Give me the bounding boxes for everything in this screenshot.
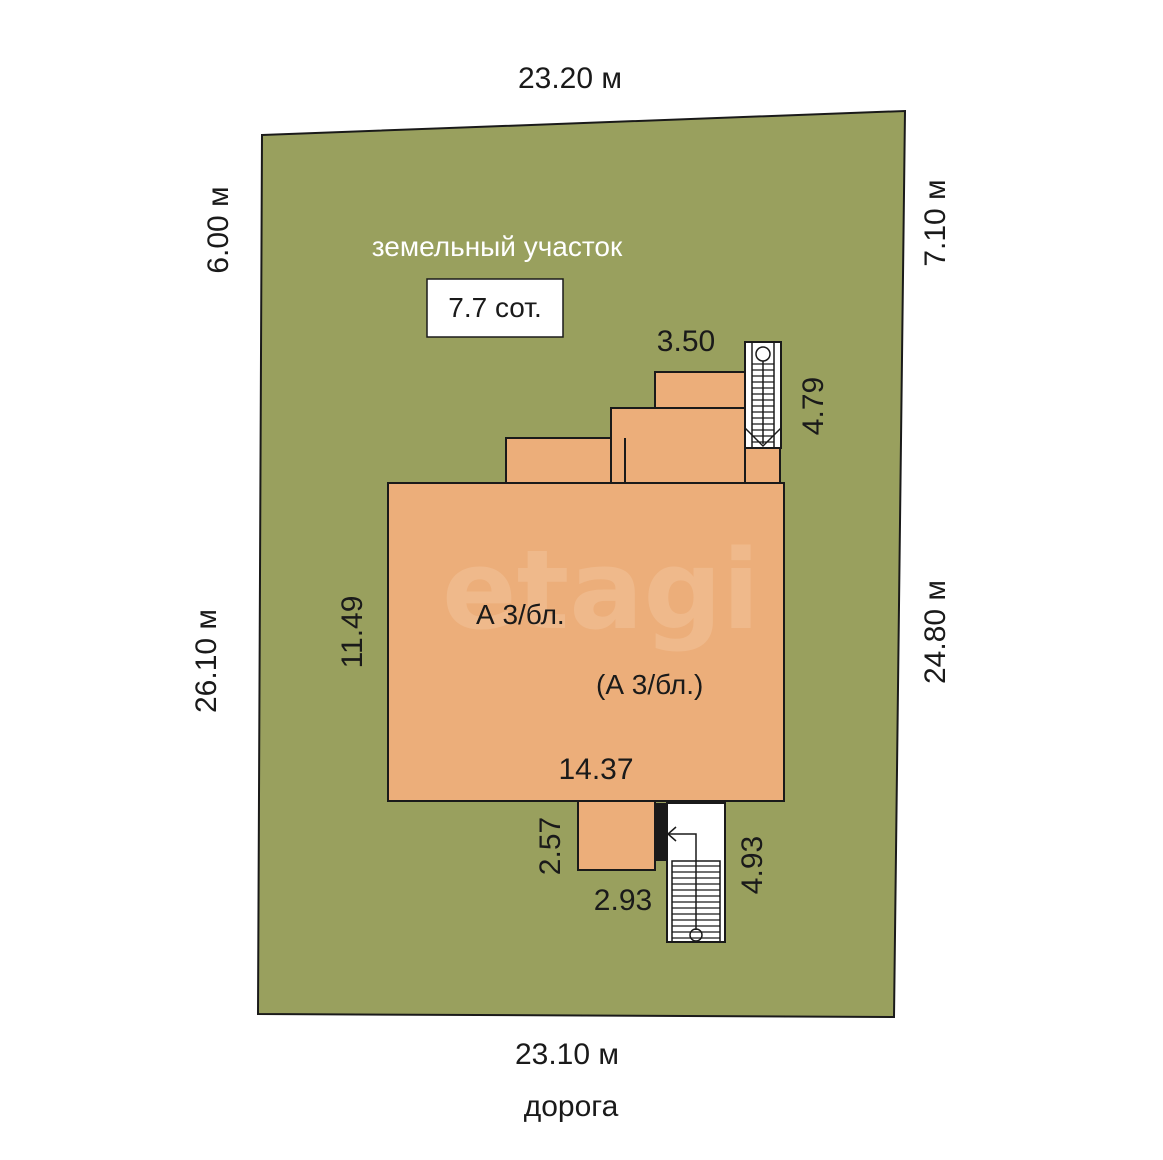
porch [577,800,656,871]
building [387,371,785,871]
side-right-upper: 7.10 м [919,179,952,266]
stair-bottom [655,802,726,943]
annex-top-right [654,371,746,409]
road-label: дорога [524,1090,619,1123]
annex-top-left [505,437,613,484]
porch-width: 2.93 [594,884,652,917]
annex-stair-base [744,447,781,484]
annex-top-width: 3.50 [657,325,715,358]
porch-depth: 2.57 [534,817,567,875]
stair-top-length: 4.79 [797,377,830,435]
side-top: 23.20 м [518,62,622,95]
stair-top [744,341,782,449]
side-right-lower: 24.80 м [919,580,952,684]
building-label-main: А 3/бл. [476,599,565,630]
building-label-sub: (А 3/бл.) [596,669,703,700]
building-width: 14.37 [558,753,633,786]
side-left-upper: 6.00 м [202,186,235,273]
annex-top-middle [610,407,747,484]
main-building [387,482,785,802]
plot-area-box [426,278,564,338]
building-depth: 11.49 [336,596,369,669]
side-left-lower: 26.10 м [190,609,223,713]
stair-bottom-length: 4.93 [736,836,769,894]
watermark: etagi [442,526,760,654]
plot-area: 7.7 сот. [448,292,541,323]
side-bottom: 23.10 м [515,1038,619,1071]
plot-label: земельный участок [372,231,623,262]
